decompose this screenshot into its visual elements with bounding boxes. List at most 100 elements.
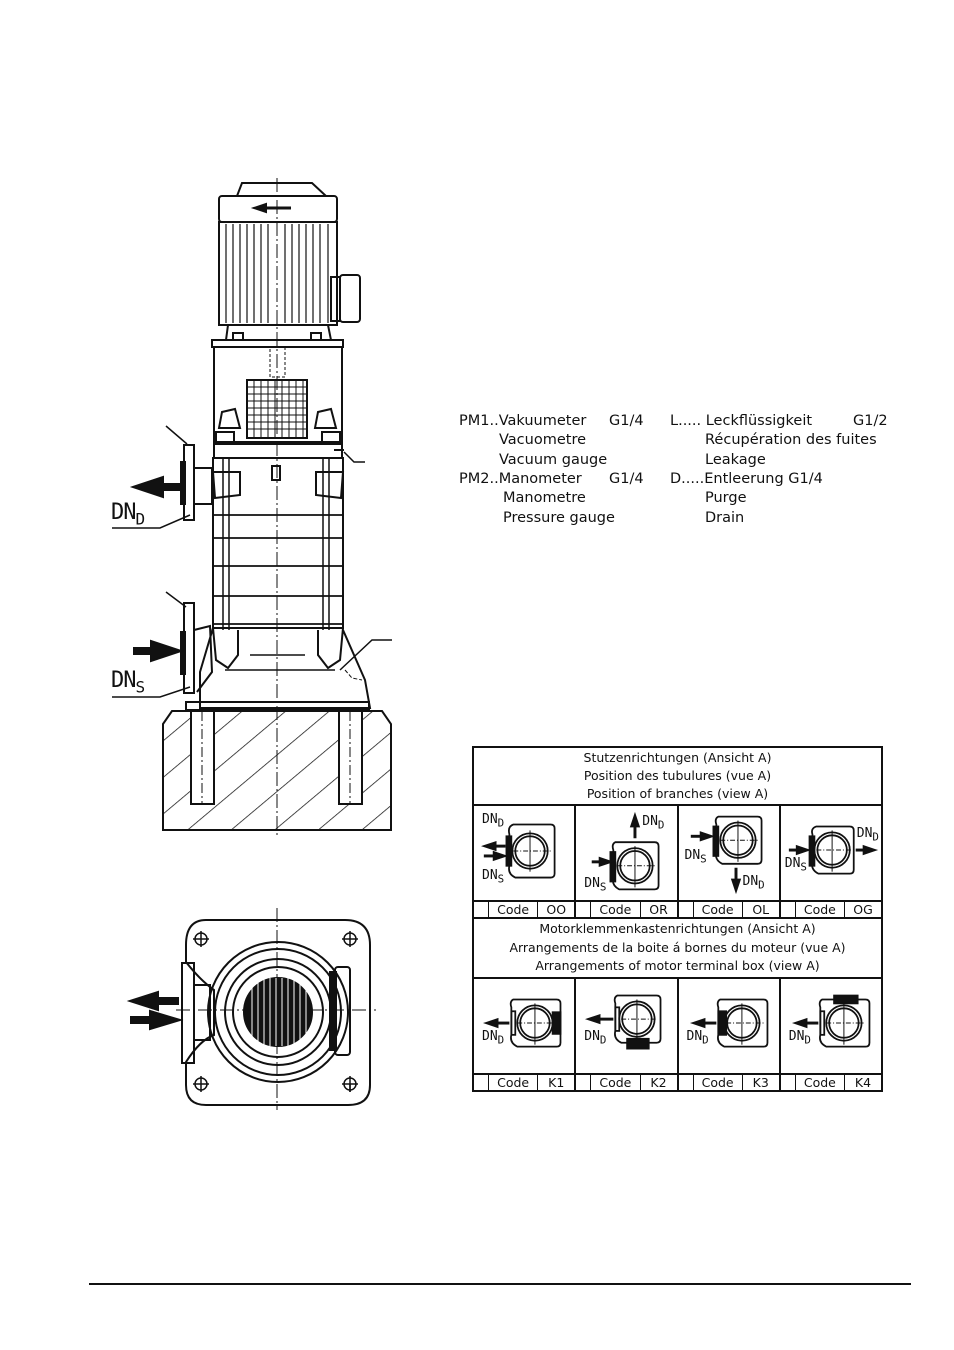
code-label: Code xyxy=(796,902,845,917)
footer-rule xyxy=(89,1283,911,1285)
dn-text: DN xyxy=(742,874,759,889)
legend-text: Vacuometre xyxy=(499,432,587,448)
dn-sub: D xyxy=(599,1033,607,1047)
terminal-figure-row: DND DND DND xyxy=(471,977,884,1075)
suction-arrow-icon xyxy=(133,639,185,663)
code-value: K3 xyxy=(752,1075,769,1090)
dn-label: DNS xyxy=(584,876,606,894)
legend-text: Drain xyxy=(705,510,745,526)
legend-l: L..... Leckflüssigkeit G1/2 xyxy=(670,412,888,432)
dn-sub: S xyxy=(135,677,146,697)
legend-size: G1/2 xyxy=(853,413,888,429)
dn-label: DNS xyxy=(785,856,807,874)
legend-text: PM1..Vakuumeter xyxy=(459,413,587,429)
dn-sub: S xyxy=(497,872,505,886)
terminal-figure-k1: DND xyxy=(471,977,577,1075)
title-line: Motorklemmenkastenrichtungen (Ansicht A) xyxy=(539,921,816,937)
code-label: Code xyxy=(796,1075,845,1090)
code-label: Code xyxy=(489,902,539,917)
dn-text: DN xyxy=(584,876,600,891)
legend-pm1: PM1..Vakuumeter G1/4 xyxy=(459,412,644,432)
terminal-k2-icon xyxy=(585,994,662,1050)
dn-sub: D xyxy=(872,830,879,844)
coupling-guard-mesh xyxy=(246,379,308,439)
legend-text: Vacuum gauge xyxy=(499,452,608,468)
terminal-k4-icon xyxy=(791,994,871,1048)
branch-oo-icon xyxy=(481,823,556,879)
plan-suction-arrow-icon xyxy=(130,1009,184,1031)
branch-or-icon xyxy=(591,811,660,891)
dn-sub: D xyxy=(758,878,765,892)
dn-text: DN xyxy=(788,1029,805,1044)
dn-label: DND xyxy=(482,1029,504,1047)
code-value: OO xyxy=(546,902,567,917)
title-line: Position of branches (view A) xyxy=(586,786,769,801)
dn-label: DND xyxy=(857,826,879,844)
title-line: Arrangements of motor terminal box (view… xyxy=(535,958,820,974)
discharge-flange xyxy=(180,444,213,521)
branch-figure-oo: DND DNS xyxy=(471,804,577,902)
legend-text: L..... Leckflüssigkeit xyxy=(670,413,813,429)
branches-figure-row: DND DNS DND DNS xyxy=(471,804,884,902)
dn-sub: S xyxy=(599,880,607,894)
dn-label: DND xyxy=(687,1029,709,1047)
code-label: Code xyxy=(591,1075,641,1090)
legend-size: G1/4 xyxy=(609,471,644,487)
code-cell-k2: Code K2 xyxy=(574,1073,679,1092)
terminal-header-row: Motorklemmenkastenrichtungen (Ansicht A)… xyxy=(472,917,883,979)
code-value: K2 xyxy=(650,1075,667,1090)
code-value: K1 xyxy=(548,1075,565,1090)
code-label: Code xyxy=(489,1075,539,1090)
branches-title: Stutzenrichtungen (Ansicht A) Position d… xyxy=(472,746,883,806)
terminal-figure-k2: DND xyxy=(574,977,679,1075)
dn-label: DNS xyxy=(482,868,504,886)
terminal-k3-icon xyxy=(689,998,768,1048)
dn-label: DND xyxy=(584,1029,606,1047)
dn-text: DN xyxy=(856,826,873,841)
dn-label: DND xyxy=(642,814,664,832)
code-cell-or: Code OR xyxy=(574,900,679,919)
legend-text: Pressure gauge xyxy=(503,510,615,526)
branches-header-row: Stutzenrichtungen (Ansicht A) Position d… xyxy=(472,746,883,806)
branch-og-icon xyxy=(788,825,878,875)
plan-discharge-arrow-icon xyxy=(126,990,179,1012)
code-cell-k1: Code K1 xyxy=(471,1073,577,1092)
code-value: OR xyxy=(649,902,668,917)
code-label: Code xyxy=(591,902,641,917)
title-line: Stutzenrichtungen (Ansicht A) xyxy=(583,750,772,765)
suction-flange xyxy=(180,602,214,694)
pump-plan-view xyxy=(176,908,376,1110)
branch-figure-or: DND DNS xyxy=(574,804,679,902)
terminal-title: Motorklemmenkastenrichtungen (Ansicht A)… xyxy=(472,917,883,979)
dn-text: DN xyxy=(482,812,498,827)
legend-text: Purge xyxy=(705,490,747,506)
dn-text: DN xyxy=(642,814,658,829)
branch-ol-icon xyxy=(690,815,762,895)
legend-text: D.....Entleerung G1/4 xyxy=(670,471,823,487)
branch-figure-ol: DNS DND xyxy=(676,804,781,902)
code-cell-k4: Code K4 xyxy=(778,1073,884,1092)
code-label: Code xyxy=(694,1075,743,1090)
code-label: Code xyxy=(694,902,743,917)
dn-text: DN xyxy=(584,1029,600,1044)
dn-sub: D xyxy=(702,1033,709,1047)
code-value: K4 xyxy=(854,1075,872,1090)
dn-text: DN xyxy=(686,1029,703,1044)
arrangement-table: Stutzenrichtungen (Ansicht A) Position d… xyxy=(471,746,884,1092)
dn-label: DND xyxy=(482,812,504,830)
code-cell-k3: Code K3 xyxy=(676,1073,781,1092)
dn-sub: D xyxy=(657,818,665,832)
foundation-block xyxy=(162,710,392,831)
motor-terminal-box xyxy=(330,274,361,323)
dn-suction-label: DNS xyxy=(111,668,146,697)
dn-discharge-label: DND xyxy=(111,500,145,528)
legend-size: G1/4 xyxy=(609,413,644,429)
dn-text: DN xyxy=(684,848,701,863)
title-line: Position des tubulures (vue A) xyxy=(583,768,772,783)
dn-label: DND xyxy=(743,874,765,892)
